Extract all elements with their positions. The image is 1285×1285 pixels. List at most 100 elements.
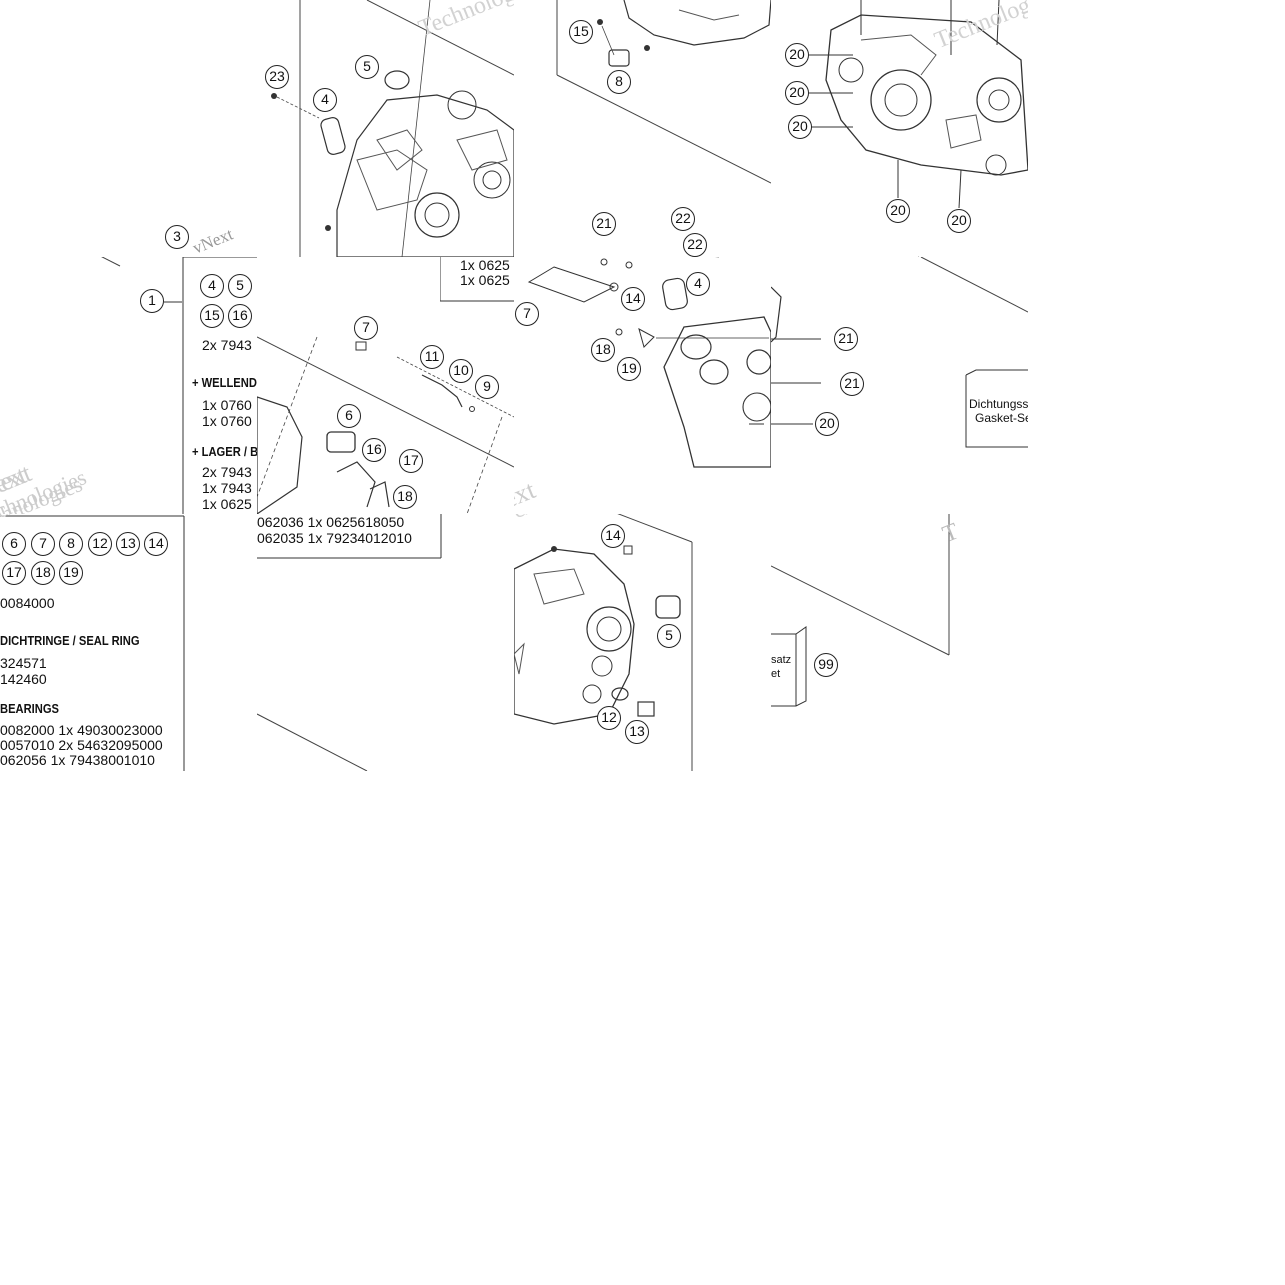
part-number-row: 1x 7943: [202, 480, 252, 496]
diagram-tile-crankcase-right: 20 20 20 20 20 Technologies: [771, 0, 1028, 257]
leader-line: [164, 301, 182, 303]
callout-12: 12: [88, 532, 112, 556]
callout-21: 21: [840, 372, 864, 396]
callout-12: 12: [597, 706, 621, 730]
callout-13: 13: [116, 532, 140, 556]
callout-11: 11: [420, 345, 444, 369]
gasket-set-label-en: Gasket-Se: [975, 411, 1028, 425]
callout-22: 22: [683, 233, 707, 257]
crankcase-left-drawing: [271, 0, 514, 257]
callout-8: 8: [59, 532, 83, 556]
part-number-row: 1x 0625: [460, 257, 510, 273]
callout-10: 10: [449, 359, 473, 383]
diagram-tile-crankcase-bottom: 14 5 12 13 chnologies: [514, 514, 771, 771]
watermark-fragment: vNext: [190, 224, 236, 258]
callout-8: 8: [607, 70, 631, 94]
callout-15: 15: [200, 304, 224, 328]
part-number-row: 0084000: [0, 595, 55, 611]
callout-9: 9: [475, 375, 499, 399]
callout-20: 20: [785, 43, 809, 67]
callout-19: 19: [59, 561, 83, 585]
callout-7: 7: [31, 532, 55, 556]
callout-4: 4: [313, 88, 337, 112]
callout-19: 19: [617, 357, 641, 381]
diagram-tile-bottom-lines: [257, 559, 514, 771]
part-number-row: 2x 7943: [202, 337, 252, 353]
gasket-set-label-de: satz: [771, 654, 792, 666]
gasket-set-label-en: et: [771, 668, 781, 680]
callout-4: 4: [686, 272, 710, 296]
callout-18: 18: [591, 338, 615, 362]
callout-6: 6: [337, 404, 361, 428]
frame-lines: [257, 713, 368, 771]
callout-20: 20: [815, 412, 839, 436]
part-number-row: 0057010 2x 54632095000: [0, 737, 163, 753]
part-number-row: 0082000 1x 49030023000: [0, 722, 163, 738]
parts-list-box-2: 062036 1x 0625618050 062035 1x 792340120…: [257, 514, 447, 559]
parts-list-box-2-top: 1x 0625 1x 0625: [440, 257, 514, 302]
callout-5: 5: [228, 274, 252, 298]
diagram-tile-gasket-set: satz et 99 T: [771, 514, 1028, 771]
callout-6: 6: [2, 532, 26, 556]
part-number-row: 062056 1x 79438001010: [0, 752, 155, 768]
callout-20: 20: [785, 81, 809, 105]
callout-5: 5: [657, 624, 681, 648]
frame-lines: [101, 257, 121, 267]
diagram-tile-crankcase-top: 15 8: [514, 0, 771, 257]
part-number-row: 142460: [0, 671, 47, 687]
callout-14: 14: [621, 287, 645, 311]
callout-18: 18: [31, 561, 55, 585]
callout-18: 18: [393, 485, 417, 509]
callout-21: 21: [834, 327, 858, 351]
callout-21: 21: [592, 212, 616, 236]
crankcase-middle-drawing: [527, 257, 771, 468]
callout-1: 1: [140, 289, 164, 313]
parts-list-box-1: 4 5 15 16 2x 7943 + WELLEND 1x 0760 1x 0…: [180, 257, 257, 514]
section-header-wellend: + WELLEND: [192, 375, 257, 390]
callout-16: 16: [228, 304, 252, 328]
callout-17: 17: [2, 561, 26, 585]
callout-99: 99: [814, 653, 838, 677]
callout-20: 20: [947, 209, 971, 233]
callout-15: 15: [569, 20, 593, 44]
diagram-tile-right-side: 21 21 20 Dichtungss Gasket-Se vNext: [771, 257, 1028, 514]
part-number-row: 1x 0760: [202, 413, 252, 429]
callout-14: 14: [601, 524, 625, 548]
part-number-row: 062035 1x 79234012010: [257, 530, 412, 546]
diagram-tile-crankcase-left: 23 4 5 Technologies vNext: [257, 0, 514, 257]
callout-16: 16: [362, 438, 386, 462]
callout-5: 5: [355, 55, 379, 79]
callout-22: 22: [671, 207, 695, 231]
callout-3: 3: [165, 225, 189, 249]
right-side-drawing: [771, 257, 1028, 448]
callout-17: 17: [399, 449, 423, 473]
gasket-set-label-de: Dichtungss: [969, 397, 1028, 411]
parts-box-frame: [257, 514, 442, 559]
section-header-bearings: BEARINGS: [0, 701, 60, 716]
housing-cover-drawing: [257, 336, 514, 514]
crankcase-right-drawing: [809, 0, 1028, 257]
parts-box-frame: [0, 515, 185, 771]
callout-20: 20: [886, 199, 910, 223]
callout-14: 14: [144, 532, 168, 556]
parts-box-frame: [440, 257, 514, 302]
part-number-row: 2x 7943: [202, 464, 252, 480]
parts-box-frame: [182, 257, 257, 514]
section-header-seal-ring: DICHTRINGE / SEAL RING: [0, 633, 140, 648]
callout-20: 20: [788, 115, 812, 139]
crankcase-bottom-drawing: [514, 514, 693, 771]
part-number-row: 1x 0760: [202, 397, 252, 413]
gasket-set-drawing: [771, 514, 950, 707]
parts-list-box-3: 6 7 8 12 13 14 17 18 19 0084000 DICHTRIN…: [0, 514, 186, 771]
part-number-row: 324571: [0, 655, 47, 671]
callout-23: 23: [265, 65, 289, 89]
crankcase-top-drawing: [556, 0, 771, 184]
callout-4: 4: [200, 274, 224, 298]
callout-7: 7: [515, 302, 539, 326]
part-number-row: 1x 0625: [460, 272, 510, 288]
part-number-row: 1x 0625: [202, 496, 252, 512]
section-header-lager: + LAGER / B: [192, 444, 257, 459]
callout-7: 7: [354, 316, 378, 340]
diagram-tile-crankcase-middle: 21 22 4 14 7 18 19 ext: [514, 257, 771, 514]
callout-13: 13: [625, 720, 649, 744]
